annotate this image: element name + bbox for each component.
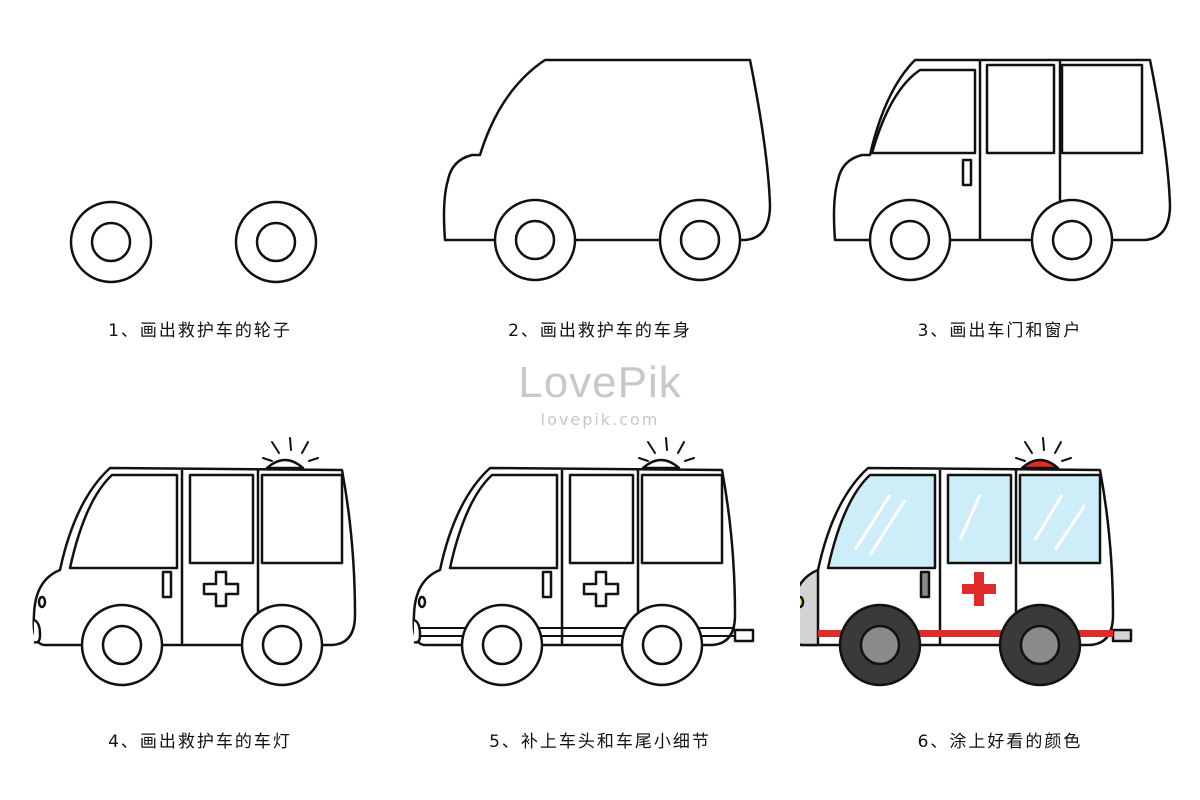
rear-window-blue <box>1018 473 1102 565</box>
step-3-doors-drawing <box>832 58 1172 282</box>
step-4-panel: 4、画出救护车的车灯 <box>0 400 400 800</box>
headlight <box>37 595 47 609</box>
watermark-url: lovepik.com <box>540 410 660 429</box>
cross-emblem <box>582 570 620 608</box>
window-shine <box>853 494 1087 556</box>
step-5-panel: 5、补上车头和车尾小细节 <box>400 400 800 800</box>
step-3-panel: 3、画出车门和窗户 <box>800 0 1200 400</box>
step-6-panel: 6、涂上好看的颜色 <box>800 400 1200 800</box>
cross-emblem <box>202 570 240 608</box>
red-cross-emblem <box>962 572 996 606</box>
dark-wheels <box>838 603 1082 687</box>
step-4-caption: 4、画出救护车的车灯 <box>108 732 292 752</box>
front-window-blue <box>826 473 937 570</box>
step-1-wheels-drawing <box>69 200 318 284</box>
step-1-caption: 1、画出救护车的轮子 <box>108 321 292 341</box>
step-1-panel: 1、画出救护车的轮子 <box>0 0 400 400</box>
red-side-stripe <box>818 630 1113 637</box>
headlight-yellow <box>800 595 805 609</box>
front-light <box>413 618 422 644</box>
beacon-rays <box>1015 437 1072 462</box>
beacon-rays <box>262 437 319 462</box>
step-3-caption: 3、画出车门和窗户 <box>917 321 1083 341</box>
beacon-light <box>641 458 681 470</box>
step-4-lights-drawing <box>32 437 357 687</box>
beacon-light <box>265 458 305 470</box>
front-light <box>33 618 42 644</box>
step-5-details-drawing <box>412 437 755 687</box>
watermark-logo: LovePik <box>518 358 682 407</box>
step-6-caption: 6、涂上好看的颜色 <box>917 732 1083 752</box>
headlight <box>417 595 427 609</box>
step-5-caption: 5、补上车头和车尾小细节 <box>489 732 711 752</box>
step-6-colored-drawing <box>800 437 1133 687</box>
rear-bumper <box>733 628 755 643</box>
step-2-body-drawing <box>442 58 772 282</box>
beacon-light-red <box>1020 458 1060 470</box>
step-2-caption: 2、画出救护车的车身 <box>508 321 692 341</box>
beacon-rays <box>638 437 695 462</box>
rear-bumper <box>1111 628 1133 643</box>
step-2-panel: 2、画出救护车的车身 <box>400 0 800 400</box>
middle-window-blue <box>946 473 1013 565</box>
front-bumper-gray <box>800 568 820 647</box>
